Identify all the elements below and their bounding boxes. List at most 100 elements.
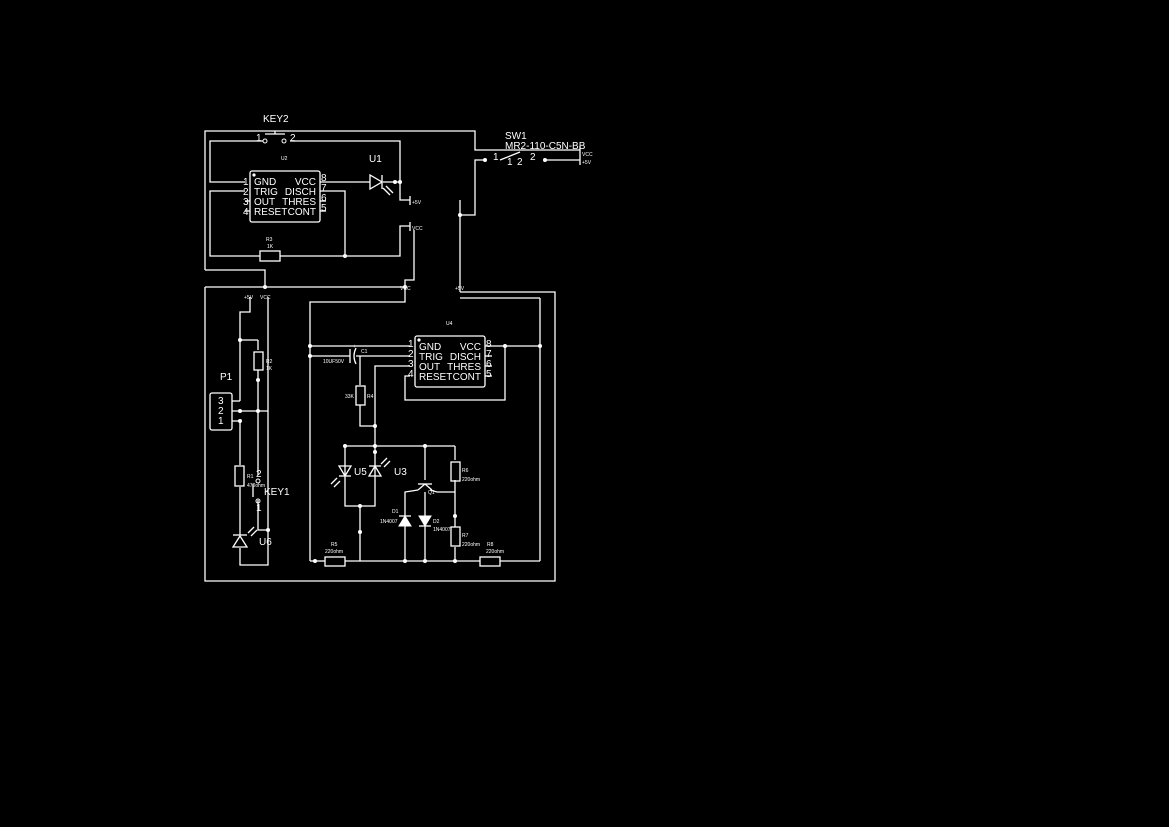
u2-pin-thres: THRES xyxy=(282,197,316,208)
u1-led-icon: U1 +5V VCC xyxy=(369,154,423,232)
c1-ref: C1 xyxy=(361,349,368,355)
r7-ref: R7 xyxy=(462,533,469,539)
r6-value: 220ohm xyxy=(462,477,480,483)
net-5v: +5V xyxy=(244,295,254,301)
u2-num: 3 xyxy=(243,197,249,208)
u4-num: 1 xyxy=(408,339,414,350)
r7-resistor: R7 220ohm xyxy=(450,526,480,548)
u4-pin-disch: DISCH xyxy=(450,352,481,363)
u4-timer-ic: U4 GND TRIG OUT RESET VCC DISCH THRES CO… xyxy=(408,321,492,388)
u2-pin-gnd: GND xyxy=(254,177,276,188)
net-5v: +5V xyxy=(455,286,465,292)
key1-pin2: 2 xyxy=(256,469,262,480)
u2-num: 8 xyxy=(321,173,327,184)
u4-num: 4 xyxy=(408,369,414,380)
r1-resistor: R1 470ohm xyxy=(234,465,265,489)
u2-num: 7 xyxy=(321,183,327,194)
r1-value: 470ohm xyxy=(247,483,265,489)
u2-num: 2 xyxy=(243,187,249,198)
key2-pin2: 2 xyxy=(290,133,296,144)
sw1-pin2b: 2 xyxy=(517,157,523,168)
r8-resistor: R8 220ohm xyxy=(479,542,504,567)
u2-num: 4 xyxy=(243,207,249,218)
r8-value: 220ohm xyxy=(486,549,504,555)
p1-connector: P1 3 2 1 xyxy=(209,372,233,431)
r2-ref: R2 xyxy=(266,359,273,365)
key2-pin1: 1 xyxy=(256,133,262,144)
u4-num: 5 xyxy=(486,369,492,380)
d2-value: 1N4007 xyxy=(433,527,451,533)
key1-ref: KEY1 xyxy=(264,487,290,498)
u6-led-icon: U6 xyxy=(231,526,272,548)
u2-pin-cont: CONT xyxy=(288,207,316,218)
r6-resistor: R6 220ohm xyxy=(450,461,480,483)
p1-pin: 3 xyxy=(218,396,224,407)
u4-pin-cont: CONT xyxy=(453,372,481,383)
sw1-pin1b: 1 xyxy=(507,157,513,168)
q1-ref: Q1 xyxy=(428,490,435,496)
p1-ref: P1 xyxy=(220,372,233,383)
u4-num: 3 xyxy=(408,359,414,370)
sw1-ref: SW1 xyxy=(505,131,527,142)
c1-capacitor: + C1 10UF50V xyxy=(323,344,368,365)
u4-num: 6 xyxy=(486,359,492,370)
c1-value: 10UF50V xyxy=(323,359,345,365)
r2-value: 1K xyxy=(266,366,273,372)
key1-pin1: 1 xyxy=(256,503,262,514)
u4-pin-trig: TRIG xyxy=(419,352,443,363)
r5-value: 220ohm xyxy=(325,549,343,555)
d1-value: 1N4007 xyxy=(380,519,398,525)
p1-pin: 2 xyxy=(218,406,224,417)
u4-ref: U4 xyxy=(446,321,453,327)
d2-ref: D2 xyxy=(433,519,440,525)
u2-num: 6 xyxy=(321,193,327,204)
junction-dots xyxy=(238,158,547,563)
net-5v: +5V xyxy=(412,200,422,206)
d1-ref: D1 xyxy=(392,509,399,515)
u2-pin-reset: RESET xyxy=(254,207,287,218)
u2-pin-trig: TRIG xyxy=(254,187,278,198)
u4-pin-gnd: GND xyxy=(419,342,441,353)
r5-resistor: R5 220ohm xyxy=(324,542,346,567)
net-vcc: VCC xyxy=(582,152,593,158)
u4-pin-vcc: VCC xyxy=(460,342,481,353)
r3-resistor: R3 1K xyxy=(259,237,281,262)
u4-pin-out: OUT xyxy=(419,362,440,373)
r4-value: 33K xyxy=(345,394,355,400)
u2-num: 1 xyxy=(243,177,249,188)
u3-led-icon: U3 xyxy=(367,457,407,478)
sw1-switch: SW1 MR2-110-C5N-BB 1 1 2 2 VCC +5V xyxy=(493,131,593,168)
wires xyxy=(204,130,581,582)
net-vcc: VCC xyxy=(260,295,271,301)
r4-resistor: 33K R4 xyxy=(345,385,374,406)
u2-timer-ic: U2 GND TRIG OUT RESET VCC DISCH THRES CO… xyxy=(243,156,327,223)
r3-value: 1K xyxy=(267,244,274,250)
r3-ref: R3 xyxy=(266,237,273,243)
sw1-pin1: 1 xyxy=(493,152,499,163)
sw1-pin2: 2 xyxy=(530,152,536,163)
r6-ref: R6 xyxy=(462,468,469,474)
u2-ref: U2 xyxy=(281,156,288,162)
u5-led-icon: U5 xyxy=(330,465,367,488)
u2-pin-out: OUT xyxy=(254,197,275,208)
key2-switch: KEY2 1 2 xyxy=(256,114,296,144)
r7-value: 220ohm xyxy=(462,542,480,548)
sw1-part: MR2-110-C5N-BB xyxy=(505,141,586,152)
r4-ref: R4 xyxy=(367,394,374,400)
u5-ref: U5 xyxy=(354,467,367,478)
r5-ref: R5 xyxy=(331,542,338,548)
u4-num: 2 xyxy=(408,349,414,360)
u4-pin-reset: RESET xyxy=(419,372,452,383)
key2-ref: KEY2 xyxy=(263,114,289,125)
p1-pin: 1 xyxy=(218,416,224,427)
u2-pin-disch: DISCH xyxy=(285,187,316,198)
net-vcc: VCC xyxy=(412,226,423,232)
net-vcc: VCC xyxy=(400,286,411,292)
c1-polarity: + xyxy=(353,344,356,350)
u6-ref: U6 xyxy=(259,537,272,548)
q1-transistor: Q1 xyxy=(428,490,435,496)
u4-pin-thres: THRES xyxy=(447,362,481,373)
r1-ref: R1 xyxy=(247,474,254,480)
net-5v: +5V xyxy=(582,160,592,166)
